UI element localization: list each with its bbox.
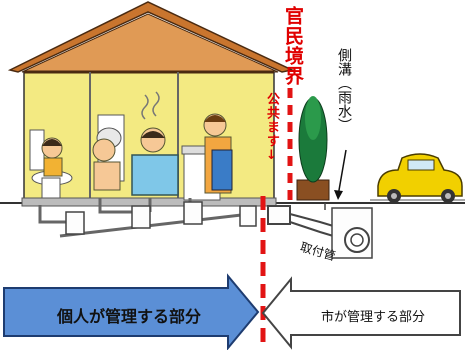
private-inspection-boxes bbox=[65, 201, 257, 235]
toilet-icon bbox=[29, 129, 73, 199]
side-ditch-label: 側溝（雨水） bbox=[336, 48, 352, 132]
boundary-line bbox=[260, 88, 293, 350]
city-arrow bbox=[261, 276, 461, 350]
public-basin-label: 公共ます↓ bbox=[264, 92, 279, 164]
boundary-label: 官民境界 bbox=[282, 6, 304, 86]
private-area-label: 個人が管理する部分 bbox=[56, 307, 201, 326]
car-icon bbox=[377, 153, 463, 203]
bathtub-icon bbox=[92, 91, 179, 196]
side-ditch-arrow bbox=[334, 149, 347, 200]
tree-icon bbox=[296, 96, 330, 201]
sewer-main-icon bbox=[324, 203, 373, 259]
public-basin-text: 公共ます bbox=[264, 92, 279, 148]
sink-icon bbox=[181, 113, 233, 201]
public-basin-arrow: ↓ bbox=[264, 148, 279, 164]
private-arrow bbox=[3, 273, 260, 350]
public-basin-icon bbox=[267, 205, 341, 239]
city-area-label: 市が管理する部分 bbox=[320, 310, 425, 325]
